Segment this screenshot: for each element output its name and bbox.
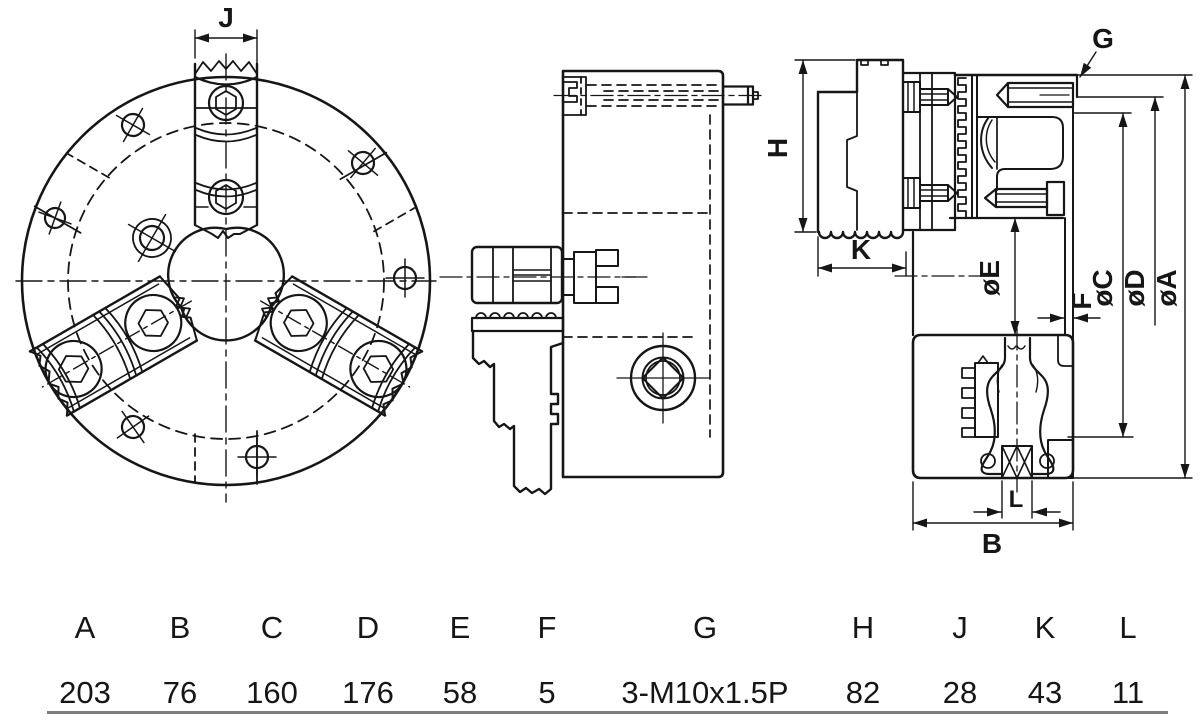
scroll-bell (1028, 336, 1055, 476)
table-header-cell: E (449, 610, 471, 645)
table-header-cell: G (692, 610, 718, 645)
jaw-screw-socket (44, 339, 103, 399)
side-jaw-section (470, 312, 565, 496)
table-header-cell: A (74, 610, 96, 645)
hex-socket (215, 90, 237, 116)
lower-rack (961, 355, 999, 438)
master-jaw-block (948, 73, 1079, 439)
mounting-hole (38, 201, 72, 235)
side-jaw-lower-left (28, 275, 199, 417)
chuck-body-section (911, 230, 1075, 480)
table-value-cell: 28 (942, 675, 978, 710)
slot-end-upper-right (339, 151, 418, 233)
mounting-hole (116, 410, 150, 444)
spec-table: A 203 B 76 C 160 D 176 E 58 F 5 G 3-M10x1.5P H 82 J 28 K 43… (0, 598, 1200, 721)
dim-label-f: F (1066, 292, 1097, 309)
jaw-bolt (902, 81, 958, 113)
dim-label-g: G (1092, 23, 1114, 54)
table-value-cell: 3-M10x1.5P (621, 675, 789, 710)
serration-rack (957, 74, 973, 219)
dim-label-k: K (851, 234, 871, 265)
hex-socket (362, 355, 395, 383)
dim-label-c: øC (1087, 269, 1118, 306)
mounting-hole (115, 107, 151, 143)
dim-j (194, 29, 258, 67)
mounting-hole (385, 258, 425, 298)
hex-socket (283, 309, 315, 337)
front-view (15, 29, 437, 503)
dim-label-d: øD (1119, 269, 1150, 306)
mounting-hole (237, 437, 277, 477)
table-header-cell: B (169, 610, 191, 645)
table-header-cell: J (952, 610, 968, 645)
side-view (439, 69, 765, 496)
break-line (194, 60, 258, 75)
technical-drawing-canvas: J G H K øE F øC øD øA L B (15, 2, 1193, 559)
table-value-cell: 82 (845, 675, 881, 710)
table-header-cell: D (356, 610, 380, 645)
dimension-labels: J G H K øE F øC øD øA L B (218, 2, 1182, 559)
table-value-cell: 203 (59, 675, 111, 710)
table-value-cell: 176 (342, 675, 394, 710)
jaw-screw-socket (269, 293, 328, 353)
table-value-cell: 11 (1111, 675, 1145, 710)
dim-label-b: B (982, 528, 1002, 559)
dim-label-a: øA (1151, 269, 1182, 306)
table-header-cell: L (1119, 610, 1137, 645)
table-header-cell: F (537, 610, 557, 645)
side-jaw-lower-right (253, 275, 424, 417)
chuck-body-outline (561, 69, 725, 479)
table-header-cell: K (1034, 610, 1056, 645)
scroll-bell (980, 336, 1007, 476)
table-value-cell: 43 (1027, 675, 1063, 710)
step-block (1047, 439, 1074, 479)
chuck-outer-circle (20, 75, 432, 487)
jaw-screw-socket (207, 178, 245, 216)
g-set-screw (995, 81, 1075, 109)
table-rule (47, 711, 1168, 714)
screw-stub (721, 85, 759, 106)
lower-set-screw (983, 180, 1066, 217)
mounting-hole (347, 147, 379, 179)
jaw-screw-socket (207, 84, 245, 122)
pinion-socket-hole (127, 213, 177, 263)
bolt-circle-dashed (67, 122, 385, 440)
hex-socket (215, 184, 237, 210)
section-top-jaw (816, 58, 905, 240)
table-value-cell: 5 (538, 675, 556, 710)
pinion (470, 245, 637, 305)
dim-label-e: øE (974, 260, 1005, 296)
mount-hole-section (616, 332, 710, 424)
hidden-screw-hole (586, 84, 722, 107)
section-view (794, 51, 1193, 531)
jaw-screw-socket (349, 339, 408, 399)
jaw-inner-tip (194, 224, 258, 239)
table-value-cell: 58 (442, 675, 478, 710)
table-header-cell: H (851, 610, 875, 645)
dim-label-j: J (218, 2, 234, 33)
top-jaw (193, 60, 259, 239)
table-header-cell: C (260, 610, 284, 645)
crosshatch-box (1001, 445, 1033, 479)
dimensions (794, 51, 1193, 531)
hex-socket (57, 355, 90, 383)
table-value-cell: 160 (246, 675, 298, 710)
jaw-bolt (902, 177, 958, 209)
dim-label-h: H (762, 138, 793, 158)
dim-label-l: L (1009, 486, 1024, 513)
jaw-screw-socket (124, 293, 183, 353)
table-value-cell: 76 (162, 675, 198, 710)
hex-socket (137, 309, 169, 337)
